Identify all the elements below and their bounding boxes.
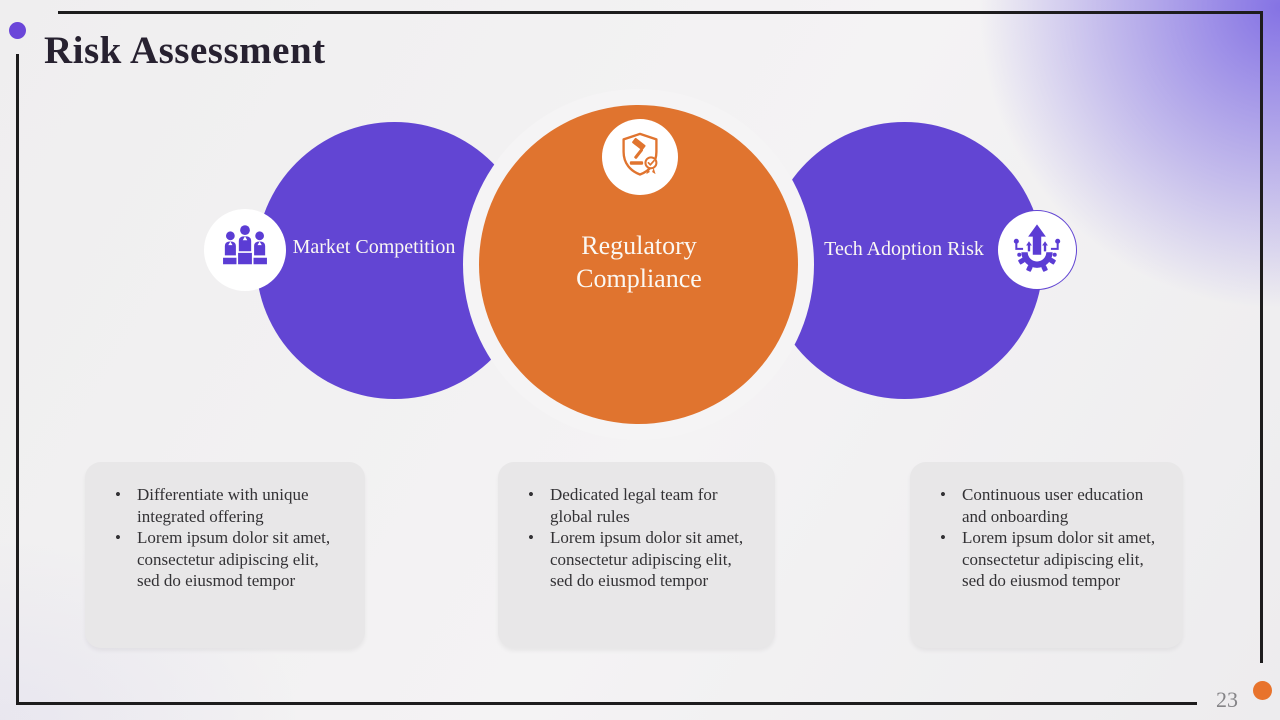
- page-title: Risk Assessment: [44, 29, 326, 72]
- bullet-marker: •: [528, 528, 534, 547]
- point-text: Continuous user education and onboarding: [962, 485, 1144, 526]
- purple-accent-dot: [9, 22, 26, 39]
- regulatory-compliance-label: Regulatory Compliance: [576, 231, 702, 293]
- tech-adoption-risk-label: Tech Adoption Risk: [824, 238, 984, 260]
- list-item: • Lorem ipsum dolor sit amet, consectetu…: [528, 527, 755, 592]
- bullet-marker: •: [528, 485, 534, 504]
- tech-adoption-risk-circle: [766, 122, 1043, 399]
- point-text: Lorem ipsum dolor sit amet, consectetur …: [137, 528, 331, 590]
- bullet-marker: •: [940, 528, 946, 547]
- podium-people-icon: [219, 222, 271, 279]
- frame-right-line: [1260, 11, 1263, 663]
- bullet-marker: •: [940, 485, 946, 504]
- point-text: Dedicated legal team for global rules: [550, 485, 718, 526]
- list-item: • Lorem ipsum dolor sit amet, consectetu…: [115, 527, 345, 592]
- list-item: • Lorem ipsum dolor sit amet, consectetu…: [940, 527, 1163, 592]
- list-item: • Continuous user education and onboardi…: [940, 484, 1163, 527]
- bullet-marker: •: [115, 528, 121, 547]
- point-text: Lorem ipsum dolor sit amet, consectetur …: [962, 528, 1156, 590]
- orange-accent-dot: [1253, 681, 1272, 700]
- frame-bottom-line: [16, 702, 1197, 705]
- list-item: • Differentiate with unique integrated o…: [115, 484, 345, 527]
- frame-left-line: [16, 54, 19, 704]
- bullet-marker: •: [115, 485, 121, 504]
- frame-top-line: [58, 11, 1263, 14]
- regulatory-compliance-badge: [602, 119, 678, 195]
- market-competition-badge: [204, 209, 286, 291]
- gear-arrow-icon: [1010, 221, 1064, 280]
- point-text: Lorem ipsum dolor sit amet, consectetur …: [550, 528, 744, 590]
- point-text: Differentiate with unique integrated off…: [137, 485, 309, 526]
- list-item: • Dedicated legal team for global rules: [528, 484, 755, 527]
- tech-adoption-risk-badge: [997, 210, 1077, 290]
- regulatory-compliance-points-box: • Dedicated legal team for global rules …: [498, 462, 775, 648]
- market-competition-label: Market Competition: [292, 236, 456, 258]
- tech-adoption-risk-points-box: • Continuous user education and onboardi…: [910, 462, 1183, 648]
- page-number: 23: [1216, 687, 1238, 712]
- market-competition-points-box: • Differentiate with unique integrated o…: [85, 462, 365, 648]
- shield-gavel-icon: [615, 130, 665, 185]
